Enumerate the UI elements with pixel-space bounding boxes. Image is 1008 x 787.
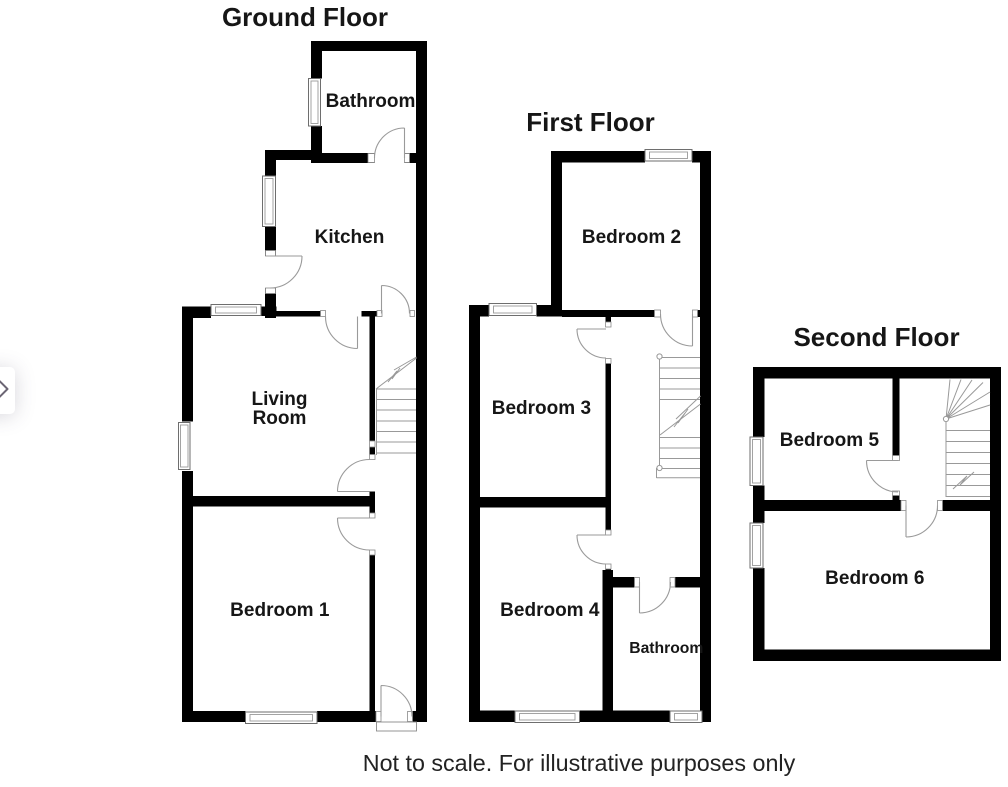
- svg-text:Living: Living: [252, 389, 308, 410]
- svg-text:Not to scale. For illustrative: Not to scale. For illustrative purposes …: [363, 750, 796, 776]
- svg-text:Bedroom 4: Bedroom 4: [500, 600, 600, 621]
- svg-text:Bedroom 6: Bedroom 6: [825, 568, 924, 589]
- svg-text:First Floor: First Floor: [526, 107, 655, 137]
- svg-text:Ground Floor: Ground Floor: [222, 2, 388, 32]
- svg-text:Bathroom: Bathroom: [326, 91, 416, 112]
- svg-text:Bathroom: Bathroom: [629, 640, 703, 657]
- svg-text:Room: Room: [253, 408, 307, 429]
- svg-text:Second Floor: Second Floor: [793, 322, 959, 352]
- svg-text:Bedroom 1: Bedroom 1: [230, 600, 330, 621]
- svg-text:Bedroom 2: Bedroom 2: [582, 227, 681, 248]
- svg-text:Bedroom 3: Bedroom 3: [492, 398, 591, 419]
- svg-text:Kitchen: Kitchen: [315, 227, 385, 248]
- svg-text:Bedroom 5: Bedroom 5: [780, 430, 880, 451]
